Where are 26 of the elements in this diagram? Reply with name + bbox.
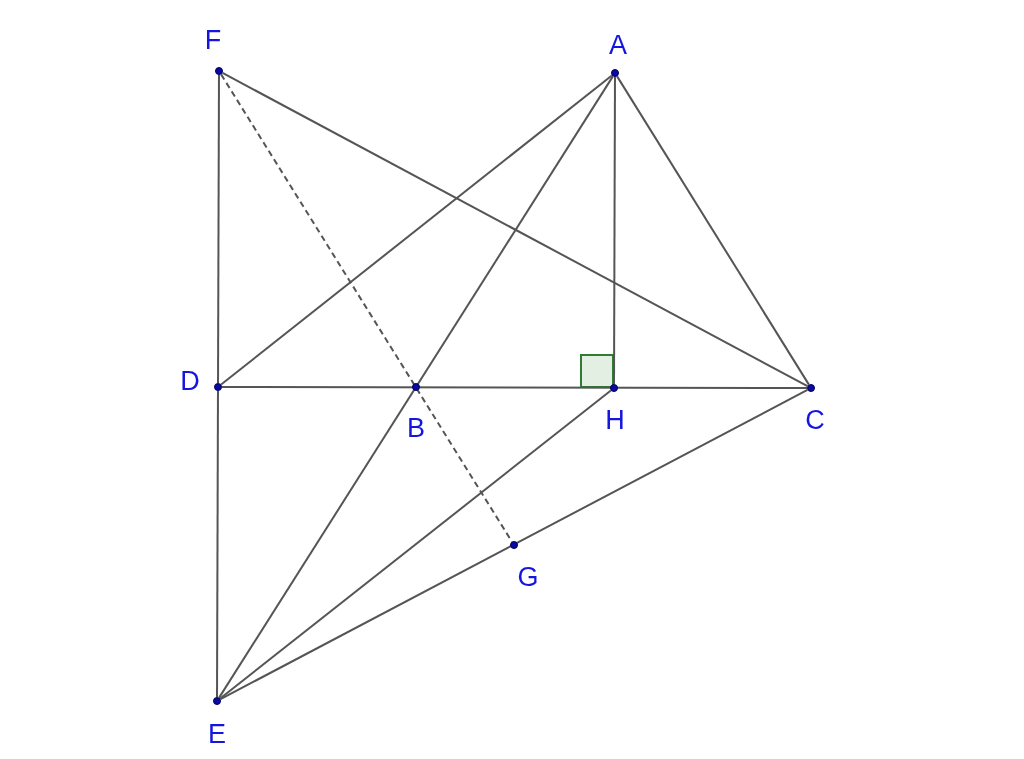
- line-segment: [221, 386, 808, 389]
- point-label: C: [805, 406, 825, 434]
- point-dot: [610, 384, 618, 392]
- point-label: B: [407, 414, 425, 442]
- point-label: H: [605, 406, 625, 434]
- line-segment: [216, 390, 219, 698]
- line-segment: [616, 75, 810, 386]
- point-dot: [215, 67, 223, 75]
- point-dot: [807, 384, 815, 392]
- point-dot: [214, 383, 222, 391]
- point-label: D: [180, 367, 200, 395]
- point-dot: [213, 697, 221, 705]
- line-segment: [217, 74, 220, 384]
- point-label: E: [208, 720, 226, 748]
- point-label: G: [517, 563, 539, 591]
- line-segment: [219, 389, 612, 700]
- line-segment: [613, 76, 616, 385]
- line-segment: [219, 388, 809, 701]
- point-dot: [412, 383, 420, 391]
- point-label: A: [609, 31, 627, 59]
- line-segment: [221, 71, 809, 388]
- line-segment: [218, 75, 614, 699]
- point-dot: [611, 69, 619, 77]
- line-segment: [220, 74, 613, 386]
- point-label: F: [204, 26, 222, 54]
- point-dot: [510, 541, 518, 549]
